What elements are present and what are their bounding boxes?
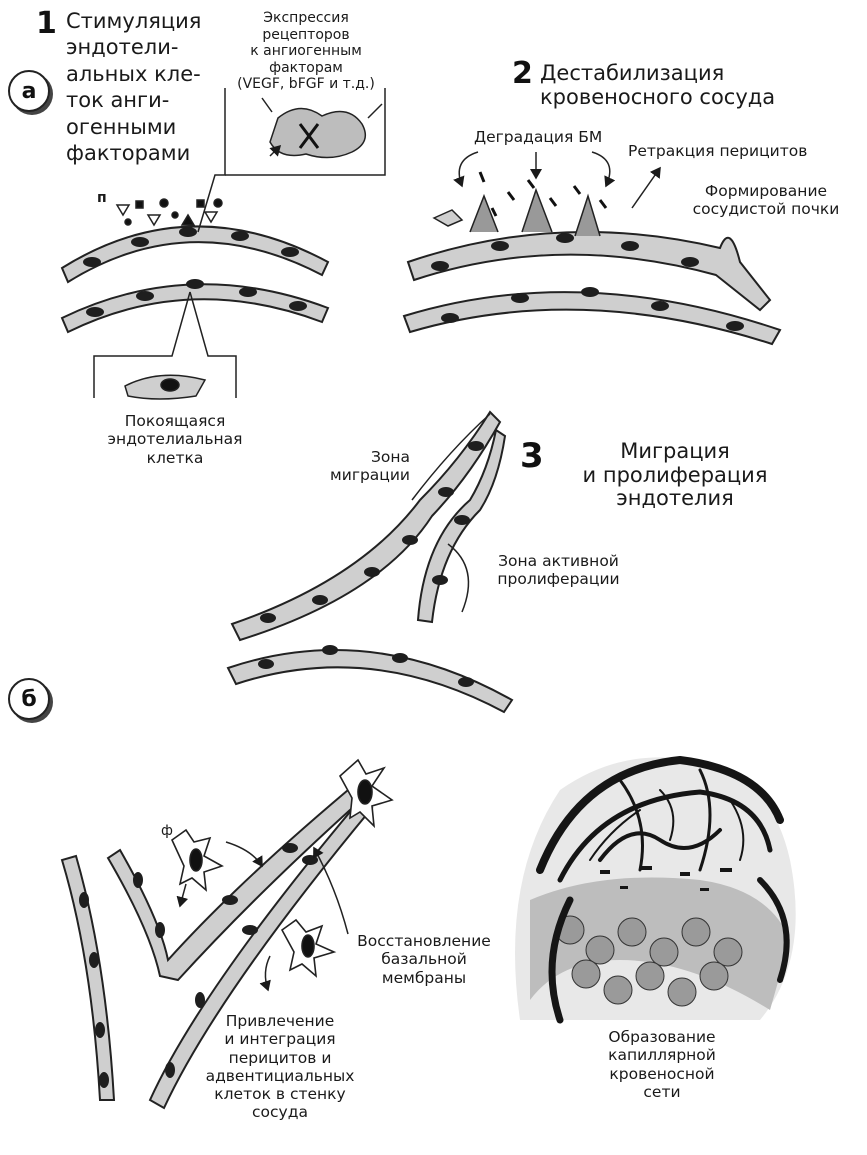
retracting-pericyte (434, 210, 462, 226)
capillary-network-label: Образование капиллярной кровеносной сети (572, 1028, 752, 1101)
step2-vessel-bottom (404, 292, 780, 344)
pericyte-marker: п (97, 190, 107, 207)
bm-restoration-label: Восстановление базальной мембраны (336, 932, 512, 987)
panel-b-badge: б (8, 678, 50, 720)
resting-cell-label: Покоящаяся эндотелиальная клетка (90, 412, 260, 467)
step3-label: Миграция и пролиферация эндотелия (560, 440, 790, 511)
panel-a-badge: а (8, 70, 50, 112)
pericyte-retraction-label: Ретракция перицитов (628, 142, 807, 160)
pericyte-recruitment-label: Привлечение и интеграция перицитов и адв… (170, 1012, 390, 1122)
receptor-callout (198, 88, 385, 232)
capillary-network-image (515, 757, 796, 1020)
bm-degradation-label: Деградация БМ (474, 128, 602, 146)
step1-number: 1 (36, 6, 57, 41)
step2-label: Дестабилизация кровеносного сосуда (540, 62, 775, 109)
step2-arrows (459, 152, 660, 208)
receptor-expression-label: Экспрессия рецепторов к ангиогенным факт… (222, 10, 390, 93)
migration-zone-label: Зона миграции (316, 448, 410, 485)
step1-label: Стимуляция эндотели- альных кле- ток анг… (66, 8, 201, 167)
sprout-formation-label: Формирование сосудистой почки (666, 182, 866, 219)
step2-number: 2 (512, 56, 533, 91)
proliferation-zone-label: Зона активной пролиферации (476, 552, 641, 589)
phi-marker: ф (161, 823, 173, 840)
step3-number: 3 (520, 436, 544, 476)
